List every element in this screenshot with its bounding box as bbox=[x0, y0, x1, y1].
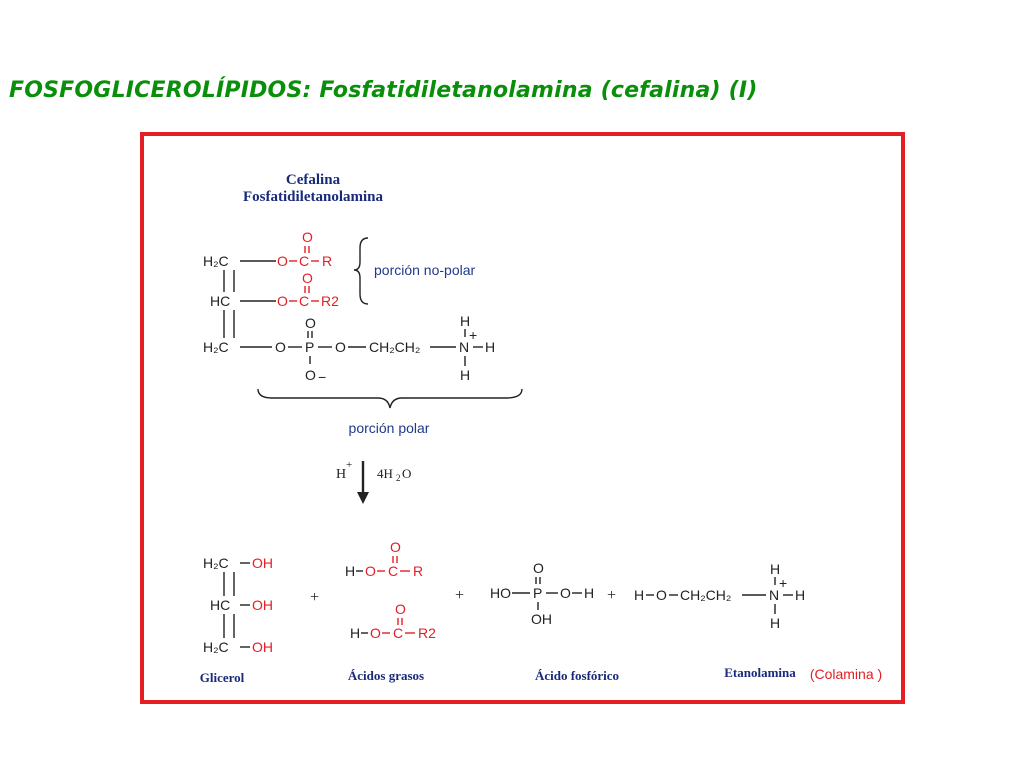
atom-h: H bbox=[485, 339, 495, 355]
atom-ch2ch2: CH₂CH₂ bbox=[680, 587, 731, 603]
atom-o: O bbox=[365, 563, 376, 579]
label-colamina: (Colamina ) bbox=[810, 666, 882, 682]
atom-h: H bbox=[460, 367, 470, 383]
atom-h2c-1: H₂C bbox=[203, 253, 229, 269]
reagent-h: H bbox=[336, 467, 346, 482]
atom-n: N bbox=[769, 587, 779, 603]
arrow-head bbox=[357, 492, 369, 504]
atom-o: O bbox=[277, 253, 288, 269]
atom-hc: HC bbox=[210, 293, 230, 309]
atom-h: H bbox=[634, 587, 644, 603]
atom-h2c: H₂C bbox=[203, 555, 229, 571]
atom-r: R bbox=[413, 563, 423, 579]
atom-o: O bbox=[370, 625, 381, 641]
atom-r2: R2 bbox=[418, 625, 436, 641]
atom-h: H bbox=[345, 563, 355, 579]
atom-ho: HO bbox=[490, 585, 511, 601]
atom-o: O bbox=[277, 293, 288, 309]
atom-r2: R2 bbox=[321, 293, 339, 309]
atom-o: O bbox=[533, 560, 544, 576]
plus-sign: + bbox=[455, 587, 464, 604]
label-acidos-grasos: Ácidos grasos bbox=[348, 668, 424, 683]
label-acido-fosforico: Ácido fosfórico bbox=[535, 668, 619, 683]
atom-o: O bbox=[302, 229, 313, 245]
atom-ch2ch2: CH₂CH₂ bbox=[369, 339, 420, 355]
nonpolar-brace bbox=[353, 237, 369, 305]
atom-c: C bbox=[388, 563, 398, 579]
atom-oh: OH bbox=[531, 611, 552, 627]
atom-h: H bbox=[460, 313, 470, 329]
atom-hc: HC bbox=[210, 597, 230, 613]
atom-c: C bbox=[393, 625, 403, 641]
diagram-frame bbox=[140, 132, 905, 704]
atom-o: O bbox=[335, 339, 346, 355]
heading-cefalina: Cefalina bbox=[286, 172, 341, 188]
label-nonpolar: porción no-polar bbox=[374, 262, 476, 278]
atom-o: O bbox=[302, 270, 313, 286]
atom-h: H bbox=[584, 585, 594, 601]
atom-h2c-3: H₂C bbox=[203, 339, 229, 355]
label-polar: porción polar bbox=[349, 420, 430, 436]
atom-c: C bbox=[299, 253, 309, 269]
charge-minus: − bbox=[318, 369, 326, 385]
atom-h: H bbox=[770, 615, 780, 631]
atom-p: P bbox=[305, 339, 314, 355]
atom-h: H bbox=[770, 561, 780, 577]
atom-o: O bbox=[390, 539, 401, 555]
slide-title: FOSFOGLICEROLÍPIDOS: Fosfatidiletanolami… bbox=[9, 78, 758, 103]
reagent-4h: 4H bbox=[377, 466, 393, 481]
plus-sign: + bbox=[607, 587, 616, 604]
charge-plus: + bbox=[779, 575, 787, 591]
plus-sign: + bbox=[310, 589, 319, 606]
charge-plus: + bbox=[469, 327, 477, 343]
reagent-sub2: 2 bbox=[396, 473, 401, 483]
atom-oh: OH bbox=[252, 597, 273, 613]
atom-n: N bbox=[459, 339, 469, 355]
atom-o: O bbox=[275, 339, 286, 355]
heading-fosfatidiletanolamina: Fosfatidiletanolamina bbox=[243, 189, 384, 205]
atom-h: H bbox=[350, 625, 360, 641]
label-glicerol: Glicerol bbox=[200, 670, 245, 685]
atom-h: H bbox=[795, 587, 805, 603]
atom-o: O bbox=[560, 585, 571, 601]
atom-c: C bbox=[299, 293, 309, 309]
reagent-o: O bbox=[402, 466, 411, 481]
atom-o-minus: O bbox=[305, 367, 316, 383]
atom-oh: OH bbox=[252, 639, 273, 655]
atom-o: O bbox=[395, 601, 406, 617]
atom-p: P bbox=[533, 585, 542, 601]
atom-h2c: H₂C bbox=[203, 639, 229, 655]
atom-oh: OH bbox=[252, 555, 273, 571]
atom-r: R bbox=[322, 253, 332, 269]
atom-o: O bbox=[305, 315, 316, 331]
polar-brace bbox=[257, 388, 523, 409]
label-etanolamina: Etanolamina bbox=[724, 665, 796, 680]
atom-o: O bbox=[656, 587, 667, 603]
reagent-h-charge: + bbox=[346, 459, 352, 471]
